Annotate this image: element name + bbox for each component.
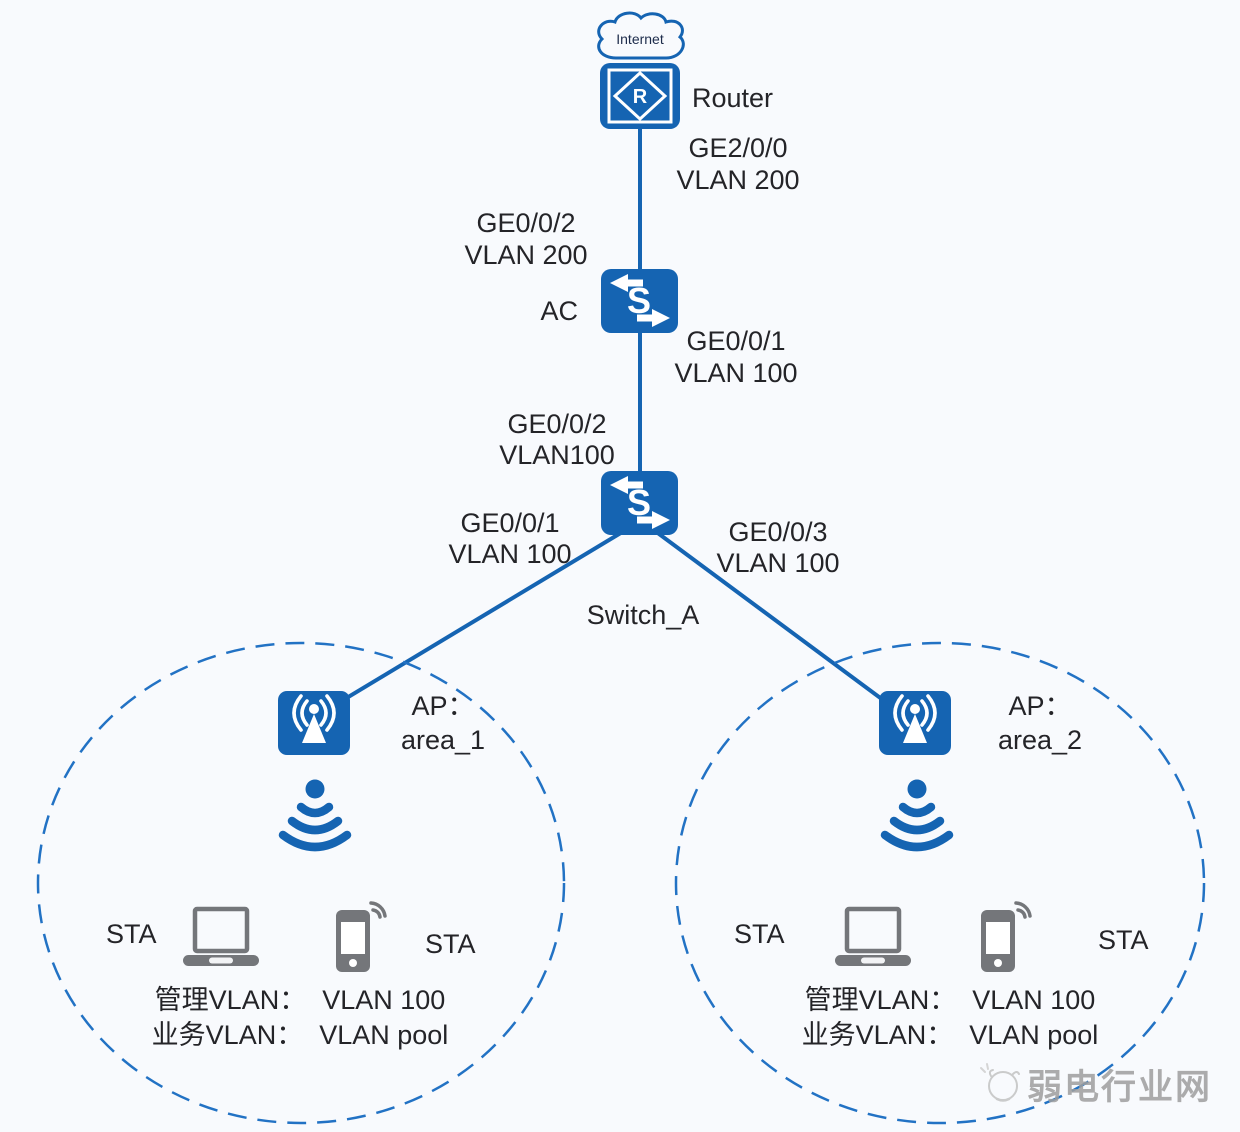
ap1-icon xyxy=(277,690,351,761)
router-port: GE2/0/0 xyxy=(688,133,788,163)
router-icon-letter: R xyxy=(633,86,648,108)
switch-left-port-label: GE0/0/1 VLAN 100 xyxy=(426,508,594,570)
coverage-area-1-ring xyxy=(36,641,566,1125)
ac-icon: S xyxy=(600,268,679,339)
cloud-icon: Internet xyxy=(597,11,685,60)
switch-label: Switch_A xyxy=(586,600,700,630)
switch-uplink-port: GE0/0/2 xyxy=(507,409,607,439)
ac-icon-letter: S xyxy=(627,280,651,321)
sta1-left-label: STA xyxy=(106,919,157,949)
wifi-signal-icon-1 xyxy=(270,776,360,865)
ap2-label: AP： area_2 xyxy=(972,689,1108,757)
router-port-vlan: VLAN 200 xyxy=(676,165,800,195)
router-icon: R xyxy=(599,62,681,135)
internet-cloud: Internet xyxy=(591,11,689,69)
ac-downlink-port: GE0/0/1 xyxy=(686,326,786,356)
watermark-logo-icon xyxy=(980,1063,1020,1102)
ap1-name: area_1 xyxy=(400,725,486,755)
ap1-label: AP： area_1 xyxy=(379,689,507,757)
phone-icon-2 xyxy=(973,896,1035,979)
phone-icon-1 xyxy=(328,896,390,979)
area2-service-vlan-row: 业务VLAN： VLAN pool xyxy=(768,1018,1132,1053)
ac-uplink-vlan: VLAN 200 xyxy=(464,240,588,270)
switch-uplink-label: GE0/0/2 VLAN100 xyxy=(472,409,642,471)
switch-left-port: GE0/0/1 xyxy=(460,508,560,538)
router-label: Router xyxy=(692,83,774,113)
mgmt-vlan-value: VLAN 100 xyxy=(972,985,1096,1015)
service-vlan-value: VLAN pool xyxy=(319,1020,449,1050)
wifi-signal-icon-2 xyxy=(872,776,962,865)
router-port-label: GE2/0/0 VLAN 200 xyxy=(652,132,824,196)
ap1-label-prefix: AP： xyxy=(411,691,475,721)
switch-right-port-label: GE0/0/3 VLAN 100 xyxy=(694,517,862,579)
watermark: 弱电行业网 xyxy=(975,1058,1212,1110)
watermark-text: 弱电行业网 xyxy=(1027,1067,1213,1107)
switch-left-vlan: VLAN 100 xyxy=(448,539,572,569)
switch-icon-letter: S xyxy=(627,482,651,523)
sta2-right-label: STA xyxy=(1098,925,1149,955)
area1-service-vlan-row: 业务VLAN： VLAN pool xyxy=(118,1018,482,1053)
coverage-area-2-ring xyxy=(674,641,1206,1125)
ac-label: AC xyxy=(540,296,578,326)
ac-downlink-vlan: VLAN 100 xyxy=(674,358,798,388)
ac-uplink-port: GE0/0/2 xyxy=(476,208,576,238)
switch-uplink-vlan: VLAN100 xyxy=(499,440,615,470)
laptop-icon-2 xyxy=(833,906,913,973)
area1-mgmt-vlan-row: 管理VLAN： VLAN 100 xyxy=(118,983,482,1018)
sta1-right-label: STA xyxy=(425,929,476,959)
area1-vlan-info: 管理VLAN： VLAN 100 业务VLAN： VLAN pool xyxy=(118,983,482,1053)
mgmt-vlan-label: 管理VLAN： xyxy=(804,985,957,1015)
sta2-left-label: STA xyxy=(734,919,785,949)
ac-downlink-label: GE0/0/1 VLAN 100 xyxy=(652,325,820,389)
mgmt-vlan-label: 管理VLAN： xyxy=(154,985,307,1015)
internet-label: Internet xyxy=(616,31,664,47)
service-vlan-label: 业务VLAN： xyxy=(151,1020,304,1050)
area2-vlan-info: 管理VLAN： VLAN 100 业务VLAN： VLAN pool xyxy=(768,983,1132,1053)
laptop-icon-1 xyxy=(181,906,261,973)
switch-right-vlan: VLAN 100 xyxy=(716,548,840,578)
ap2-icon xyxy=(878,690,952,761)
switch-right-port: GE0/0/3 xyxy=(728,517,828,547)
ac-uplink-label: GE0/0/2 VLAN 200 xyxy=(430,207,622,271)
area2-mgmt-vlan-row: 管理VLAN： VLAN 100 xyxy=(768,983,1132,1018)
ap2-label-prefix: AP： xyxy=(1008,691,1072,721)
link-switch-ap2 xyxy=(649,526,904,716)
service-vlan-value: VLAN pool xyxy=(969,1020,1099,1050)
ap2-name: area_2 xyxy=(997,725,1083,755)
link-switch-ap1 xyxy=(318,526,631,716)
switch-icon: S xyxy=(600,470,679,541)
mgmt-vlan-value: VLAN 100 xyxy=(322,985,446,1015)
service-vlan-label: 业务VLAN： xyxy=(801,1020,954,1050)
